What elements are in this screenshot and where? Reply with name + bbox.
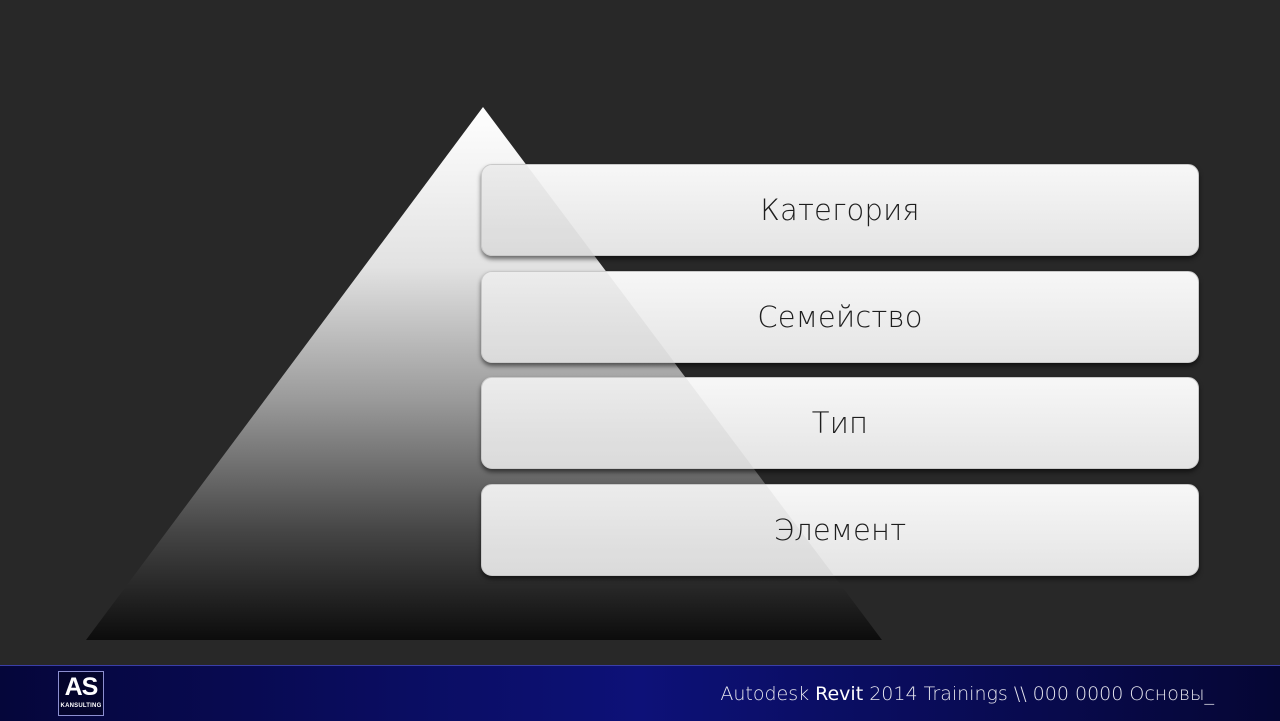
footer-bar [0,665,1280,721]
pyramid-overlay-shape [482,378,754,468]
footer-title-pre: Autodesk [720,683,816,705]
pyramid-overlay-shape [482,272,675,362]
hierarchy-level-family: Семейство [481,271,1199,363]
pyramid-overlay-shape [482,485,834,575]
pyramid-overlay [482,378,754,468]
level-label: Тип [811,406,869,440]
level-label: Семейство [757,300,923,334]
hierarchy-level-type: Тип [481,377,1199,469]
pyramid-overlay [482,272,675,362]
pyramid-overlay [482,165,595,255]
logo-sub-text: KANSULTING [60,703,102,709]
footer-title: Autodesk Revit 2014 Trainings \\ 000 000… [720,683,1214,705]
pyramid-overlay-shape [482,165,595,255]
pyramid-overlay [482,485,834,575]
logo-main-text: AS [64,673,99,701]
hierarchy-level-category: Категория [481,164,1199,256]
hierarchy-level-element: Элемент [481,484,1199,576]
level-label: Категория [760,193,920,227]
level-label: Элемент [773,513,907,547]
footer-title-post: 2014 Trainings \\ 000 0000 Основы_ [863,683,1214,705]
company-logo: AS KANSULTING [58,671,104,716]
footer-title-brand: Revit [815,683,864,705]
